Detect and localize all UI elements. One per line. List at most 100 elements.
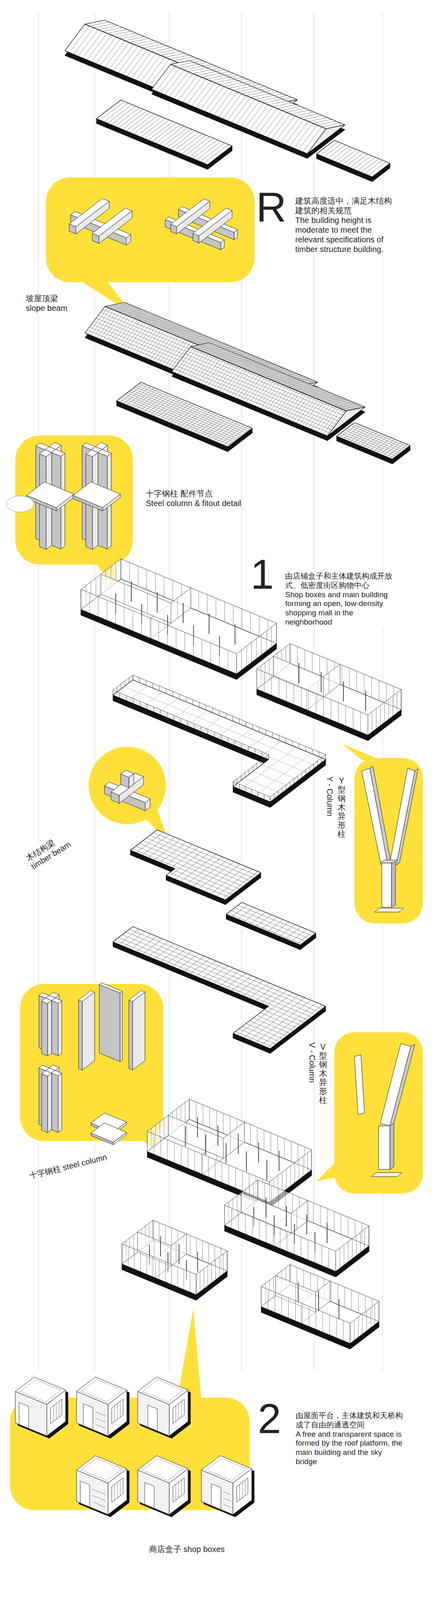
column [306,1213,308,1234]
mullion [252,1215,253,1236]
mullion [278,677,280,698]
roof-rafter [125,310,146,315]
roof-rafter [227,95,247,121]
roof-rafter [321,396,340,401]
railing-rail [113,689,269,754]
wall-panel [224,1203,336,1270]
roof-rafter [300,387,320,392]
timber-joint-callout [88,745,170,842]
grid-line [373,437,392,452]
mullion [292,1193,293,1214]
shop-window [50,1397,63,1423]
shop-shelf [95,1410,106,1415]
grid-line [92,685,148,728]
mullion [235,1166,236,1187]
mullion [352,1237,353,1258]
note-text: 由屋面平台，主体建筑和天桥构成了自由的通透空间 [295,1409,406,1429]
roof-rafter [302,126,322,152]
mullion [281,1170,283,1192]
mullion [291,1140,292,1161]
roof-rafter [231,97,251,123]
grid-line [173,405,198,424]
mullion [245,1212,246,1233]
mullion [97,595,99,616]
roof-rafter [158,324,179,329]
base-plate [374,907,404,912]
railing-post [317,760,318,765]
box-top [170,198,210,227]
grid-line [238,904,313,935]
roof-rafter [327,398,346,403]
mullion [165,1224,166,1245]
mullion [281,1293,282,1314]
railing-post [245,720,247,726]
railing-post [260,759,261,765]
shop-door [211,1481,222,1508]
mullion [153,1237,155,1258]
mullion [223,1252,224,1273]
mullion [171,1262,172,1283]
grid-line [368,161,387,176]
grid-line [350,427,368,442]
roof-rafter [288,382,308,387]
roof-rafter [318,395,338,400]
grid-line [338,149,357,164]
roof-rafter [96,310,117,338]
column [205,1133,207,1154]
grid-line [107,691,163,734]
grid-line [323,143,342,158]
roof-rafter [109,42,130,69]
grid-line [133,388,158,408]
railing-post [166,711,168,717]
roof-rafter [149,320,170,325]
mullion [198,590,199,611]
railing-post [278,734,280,740]
mullion [187,1147,189,1168]
grid-line [172,964,228,1007]
grid-line [124,945,181,988]
note-block: 建筑高度适中，满足木结构建筑的相关规范The building height i… [295,195,396,254]
mullion [286,680,287,701]
roof-rafter [341,404,361,409]
roof-rafter [150,333,171,360]
column [343,680,344,701]
mullion [261,633,262,655]
railing-rail [132,674,326,754]
mullion [155,572,156,593]
roof-rafter [160,68,180,94]
column [234,623,236,644]
mullion [186,1121,187,1142]
slab-top [130,828,261,899]
grid-line [159,399,185,419]
part-name: 坡屋顶梁 [25,293,58,303]
roof-rafter [153,334,174,361]
grid-line [249,911,266,923]
railing-post [132,674,134,680]
mullion [352,708,354,729]
railing-post [112,689,114,695]
roof-rafter [169,71,189,97]
mullion [165,1260,166,1281]
railing-post [152,682,154,688]
railing-post [252,765,253,771]
mullion [132,610,133,631]
column [197,1250,199,1271]
grid-line [184,969,240,1012]
box-top [51,449,65,456]
shop-window [236,1476,249,1501]
roof-purlin [196,345,352,410]
railing-post [285,784,287,790]
grid-line [216,423,242,442]
roof-rafter [249,366,269,371]
mullion [319,654,320,676]
mullion [344,1285,345,1306]
column [217,1124,219,1145]
mullion [263,671,265,692]
mullion [177,597,178,618]
railing-post [268,753,269,759]
box-top [91,1121,127,1142]
grid-line [163,401,188,420]
grid-line [143,392,168,412]
roof-rafter [211,350,231,355]
grid-line [249,996,305,1039]
